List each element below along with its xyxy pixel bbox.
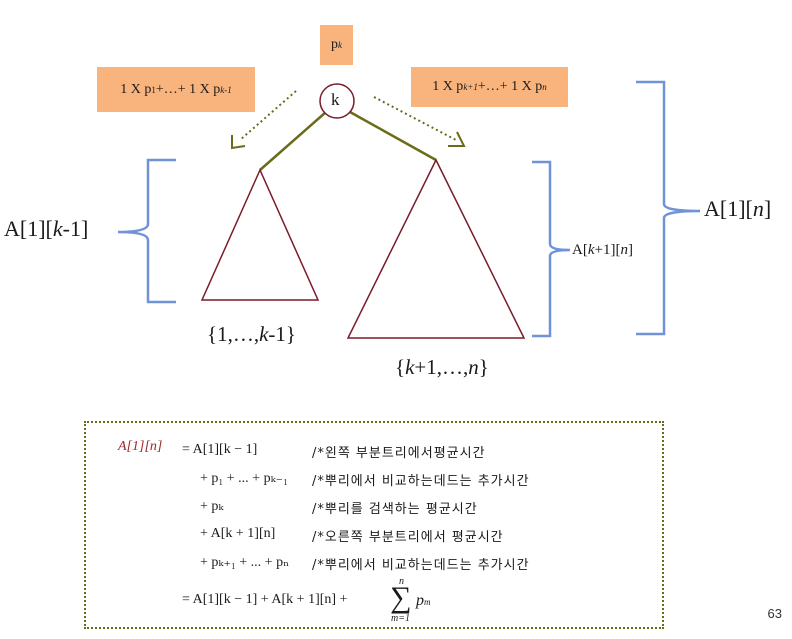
right-set-var: k <box>405 355 415 379</box>
right-inner-brace <box>532 160 571 338</box>
right-subtree-cost-label: A[k+1][n] <box>572 242 633 259</box>
right-outer-brace <box>636 80 701 336</box>
left-box-a-sub: 1 <box>151 84 156 95</box>
outer-label-pre: A[1][ <box>704 196 753 221</box>
left-label-pre: A[1][ <box>4 216 53 241</box>
left-key-set-label: {1,…,k-1} <box>207 322 296 347</box>
formula-row-1-comment: /*왼쪽 부분트리에서평균시간 <box>312 446 486 461</box>
left-set-pre: {1,…, <box>207 322 260 346</box>
sum-term-base: p <box>416 592 424 609</box>
formula-row-3-comment: /*뿌리를 검색하는 평균시간 <box>312 502 478 517</box>
summation-sign: ∑ <box>390 581 412 614</box>
right-edge <box>349 110 437 162</box>
left-subtree-cost-label: A[1][k-1] <box>4 216 88 242</box>
right-inner-pre: A[ <box>572 242 588 258</box>
root-node-label: k <box>331 90 340 109</box>
formula-row-5-comment: /*뿌리에서 비교하는데드는 추가시간 <box>312 558 530 573</box>
formula-final-expr: = A[1][k − 1] + A[k + 1][n] + <box>182 592 348 607</box>
sum-term: pm <box>416 592 431 610</box>
root-node-circle <box>319 83 355 119</box>
formula-lhs: A[1][n] <box>118 439 163 454</box>
sum-term-sub: m <box>424 597 431 607</box>
formula-row-5-expr: + pₖ₊₁ + ... + pₙ <box>200 555 290 570</box>
right-box-b-sub: n <box>542 82 547 92</box>
formula-row-1-expr: = A[1][k − 1] <box>182 442 258 457</box>
right-set-var2: n <box>468 355 479 379</box>
left-set-post: -1} <box>268 322 296 346</box>
page-number: 63 <box>767 606 782 621</box>
root-box-base: p <box>331 37 338 52</box>
left-dotted-arrow <box>231 90 297 150</box>
whole-tree-cost-label: A[1][n] <box>704 196 771 222</box>
right-key-set-label: {k+1,…,n} <box>395 355 489 380</box>
left-label-var: k <box>52 216 63 241</box>
right-inner-var: k <box>587 242 595 258</box>
outer-label-post: ] <box>763 196 772 221</box>
left-set-var: k <box>259 322 269 346</box>
formula-row-4-comment: /*오른쪽 부분트리에서 평균시간 <box>312 530 504 545</box>
left-box-mid: +…+ 1 X p <box>155 81 221 97</box>
formula-row-3-expr: + pₖ <box>200 499 224 514</box>
right-set-mid: +1,…, <box>414 355 469 379</box>
left-brace <box>117 158 176 304</box>
tree-diagram <box>117 80 701 339</box>
left-box-b-sub: k-1 <box>220 84 232 95</box>
sum-upper-limit: n <box>399 576 404 587</box>
formula-row-2-expr: + p₁ + ... + pₖ₋₁ <box>200 471 288 486</box>
formula-row-2-comment: /*뿌리에서 비교하는데드는 추가시간 <box>312 474 530 489</box>
left-label-post: -1] <box>62 216 89 241</box>
right-box-a: 1 X p <box>432 79 464 94</box>
left-edge <box>259 111 327 171</box>
right-box-a-sub: k+1 <box>463 82 478 92</box>
right-subtree <box>346 158 526 339</box>
right-inner-var2: n <box>620 242 628 258</box>
outer-label-var: n <box>752 196 764 221</box>
formula-box: A[1][n] = A[1][k − 1] /*왼쪽 부분트리에서평균시간 + … <box>84 421 664 629</box>
right-box-mid: +…+ 1 X p <box>477 79 543 94</box>
left-box-a: 1 X p <box>120 81 152 97</box>
right-inner-post: ] <box>627 242 633 258</box>
right-dotted-arrow <box>373 96 466 147</box>
left-subtree <box>200 168 320 301</box>
right-inner-mid: +1][ <box>594 242 621 258</box>
right-set-post: } <box>478 355 489 379</box>
sum-lower-limit: m=1 <box>391 613 410 624</box>
right-set-pre: { <box>395 355 406 379</box>
root-box-sub: k <box>338 40 342 50</box>
formula-row-4-expr: + A[k + 1][n] <box>200 526 276 541</box>
